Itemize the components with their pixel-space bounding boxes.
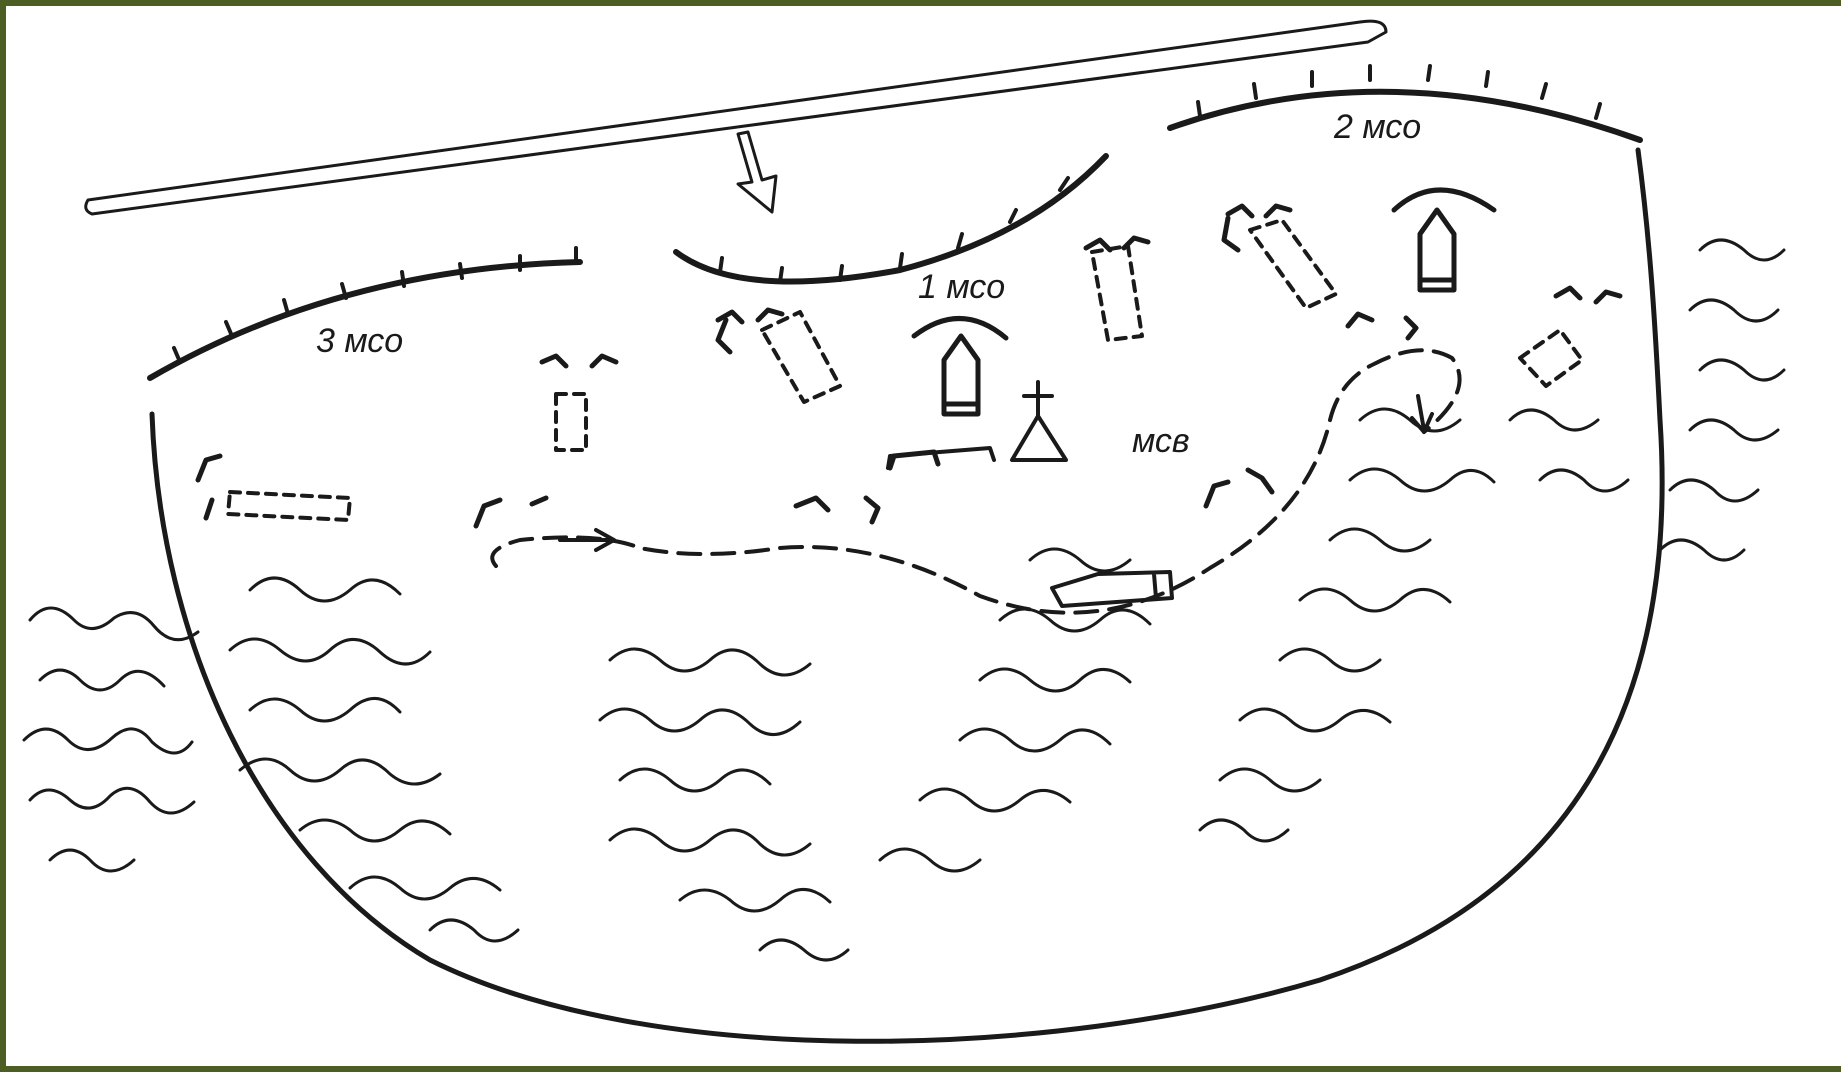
forest-right-outer xyxy=(1510,240,1784,560)
dashed-vehicles xyxy=(228,220,1582,520)
forest-left-outer xyxy=(24,608,198,871)
front-arrow xyxy=(738,132,776,212)
front-line xyxy=(86,21,1386,214)
command-vehicle-1 xyxy=(914,318,1006,414)
label-2-company: 2 мсо xyxy=(1333,108,1421,146)
command-vehicle-2 xyxy=(1394,190,1494,290)
forest-center-right xyxy=(880,549,1150,871)
trench-1-company xyxy=(676,156,1106,282)
forest-left-inner xyxy=(230,578,518,941)
label-battalion: мсв xyxy=(1132,422,1190,460)
defense-area-boundary xyxy=(152,150,1662,1041)
vehicle-hull xyxy=(1052,572,1172,606)
label-3-company: 3 мсо xyxy=(316,322,403,360)
route-arrow xyxy=(560,530,614,550)
position-symbols xyxy=(198,206,1620,526)
forest-center xyxy=(600,649,848,960)
forest-right-inner xyxy=(1200,409,1494,841)
label-1-company: 1 мсо xyxy=(918,268,1005,306)
